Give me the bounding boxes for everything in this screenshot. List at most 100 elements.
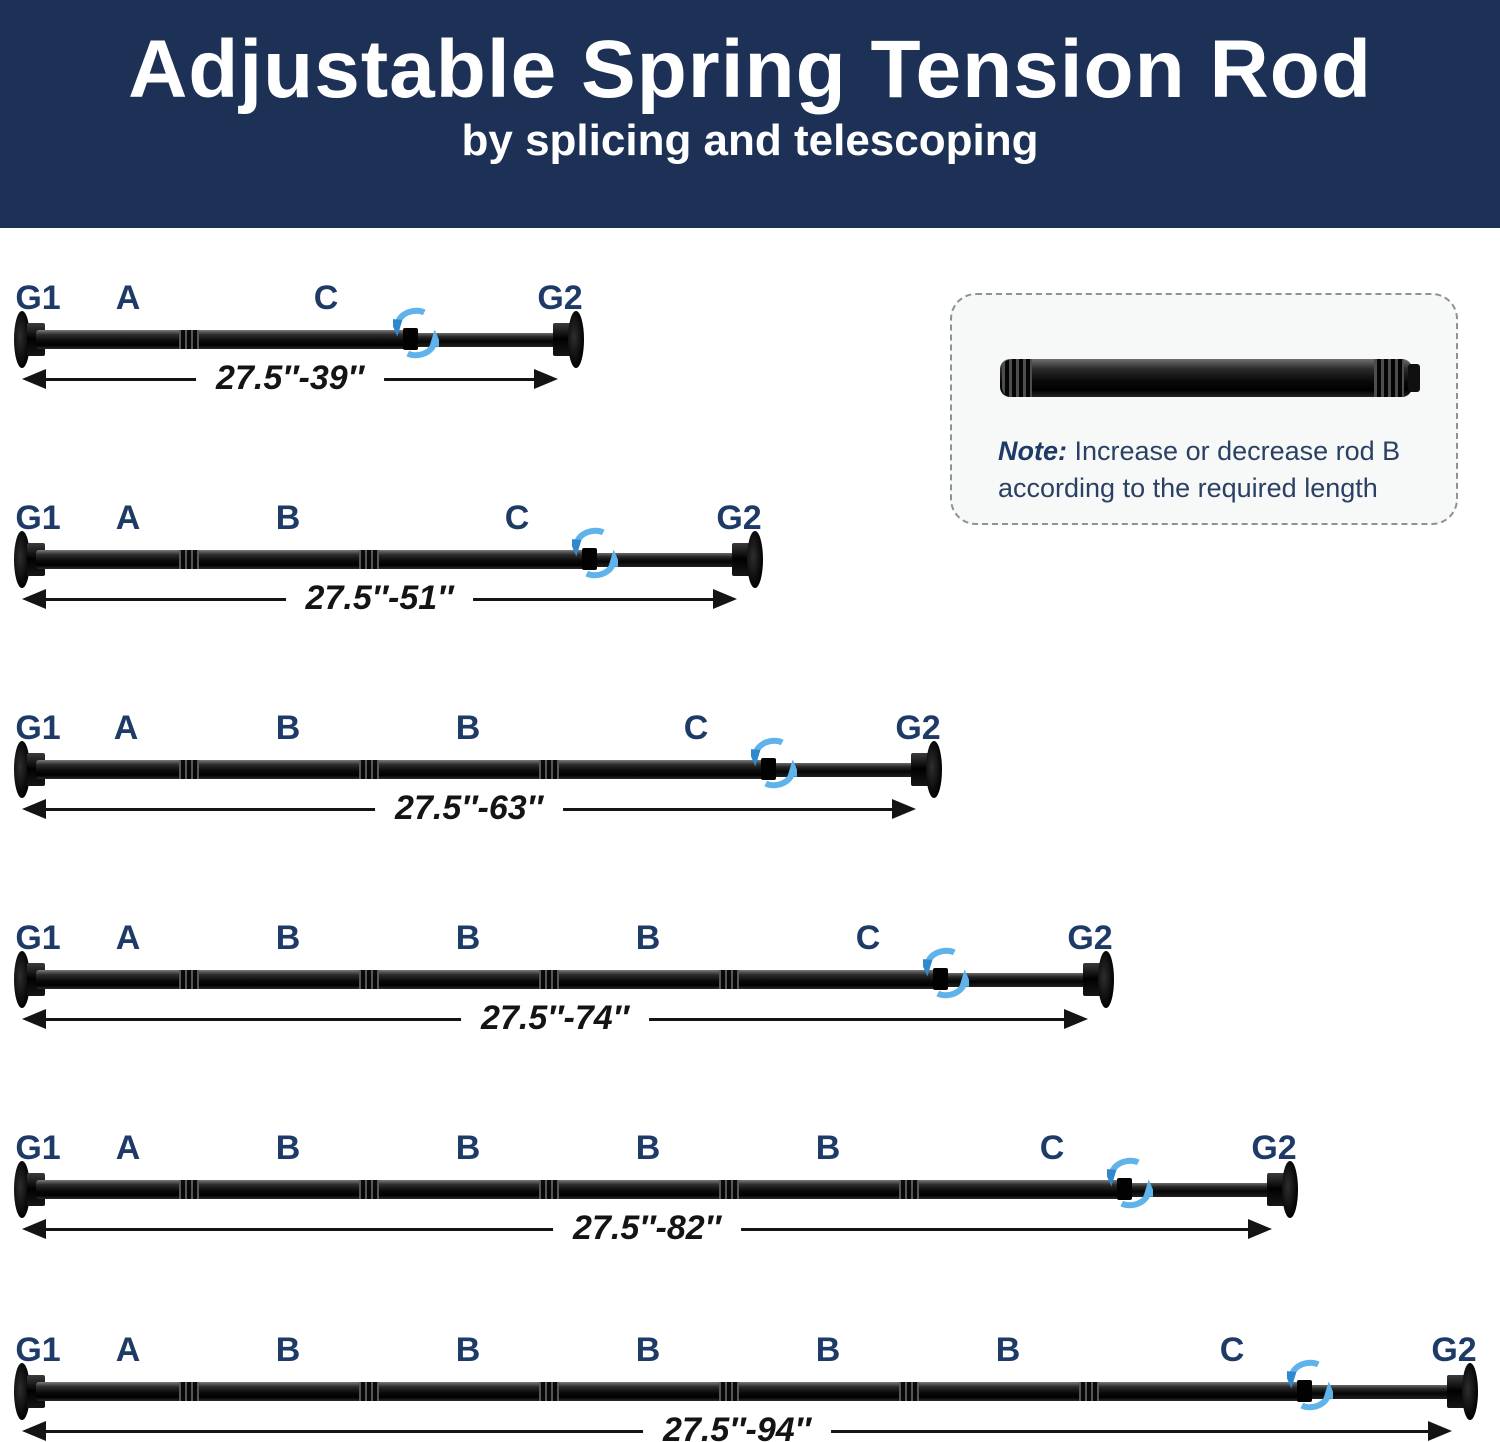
- splice-joint-ribs: [179, 550, 199, 569]
- rotation-arrows-icon: [919, 947, 973, 999]
- dimension-arrow: 27.5″-51″: [22, 576, 737, 620]
- thread-texture-right: [1374, 359, 1404, 397]
- end-cap-right: [1098, 951, 1114, 1008]
- splice-joint-ribs: [359, 1382, 379, 1401]
- cap-neck-right: [1083, 963, 1101, 996]
- rod-b-segment-image: [1000, 359, 1420, 397]
- rotation-arrows-icon: [1283, 1359, 1337, 1411]
- splice-joint-ribs: [179, 330, 199, 349]
- dimension-label: 27.5″-51″: [285, 576, 474, 620]
- segment-label: B: [995, 1331, 1021, 1369]
- end-cap-left: [14, 311, 30, 368]
- dimension-label: 27.5″-63″: [375, 786, 563, 830]
- segment-label: C: [855, 919, 881, 957]
- arrowhead-left-icon: [22, 589, 46, 609]
- arrowhead-right-icon: [1428, 1421, 1452, 1441]
- end-cap-right: [568, 311, 584, 368]
- rod-bar-main: [36, 1382, 1310, 1401]
- splice-joint-ribs: [899, 1382, 919, 1401]
- cap-neck-right: [553, 323, 571, 356]
- end-cap-left: [14, 951, 30, 1008]
- rotation-arrows-icon: [389, 307, 443, 359]
- segment-label: B: [275, 919, 301, 957]
- cap-neck-right: [1267, 1173, 1285, 1206]
- page-title: Adjustable Spring Tension Rod: [128, 24, 1372, 115]
- splice-joint-ribs: [719, 1382, 739, 1401]
- splice-joint-ribs: [539, 760, 559, 779]
- note-text: Note: Increase or decrease rod B accordi…: [998, 433, 1428, 507]
- segment-label: B: [815, 1129, 841, 1167]
- rod-graphic: [14, 527, 763, 588]
- rod-graphic: [14, 1359, 1478, 1420]
- segment-label: B: [275, 1331, 301, 1369]
- arrowhead-left-icon: [22, 1219, 46, 1239]
- segment-label: G2: [1431, 1331, 1477, 1369]
- rod-bar-main: [36, 970, 946, 989]
- telescope-collar: [933, 968, 948, 990]
- segment-label: G1: [15, 279, 61, 317]
- segment-label: A: [115, 499, 141, 537]
- rod-bar-main: [36, 550, 595, 569]
- splice-joint-ribs: [359, 760, 379, 779]
- telescope-collar: [582, 548, 597, 570]
- segment-label: B: [815, 1331, 841, 1369]
- segment-label: G2: [1251, 1129, 1297, 1167]
- thread-texture-left: [1002, 359, 1032, 397]
- splice-joint-ribs: [179, 760, 199, 779]
- splice-joint-ribs: [719, 1180, 739, 1199]
- arrowhead-right-icon: [1248, 1219, 1272, 1239]
- segment-label: B: [275, 709, 301, 747]
- rod-tip: [1408, 364, 1420, 392]
- splice-joint-ribs: [539, 1382, 559, 1401]
- end-cap-right: [1462, 1363, 1478, 1420]
- rod-bar-thin: [1130, 1183, 1276, 1197]
- end-cap-left: [14, 1161, 30, 1218]
- segment-label: B: [275, 499, 301, 537]
- note-box: Note: Increase or decrease rod B accordi…: [950, 293, 1458, 525]
- rod-bar-thin: [774, 763, 920, 777]
- segment-label: G1: [15, 709, 61, 747]
- arrowhead-left-icon: [22, 799, 46, 819]
- page-subtitle: by splicing and telescoping: [461, 116, 1039, 165]
- header-banner: Adjustable Spring Tension Rod by splicin…: [0, 0, 1500, 228]
- telescope-collar: [761, 758, 776, 780]
- segment-label: B: [635, 1129, 661, 1167]
- segment-label: B: [455, 1129, 481, 1167]
- splice-joint-ribs: [179, 970, 199, 989]
- segment-label: G1: [15, 499, 61, 537]
- segment-label: B: [455, 709, 481, 747]
- splice-joint-ribs: [539, 970, 559, 989]
- note-body: Increase or decrease rod B according to …: [998, 436, 1401, 503]
- rotation-arrows-icon: [1103, 1157, 1157, 1209]
- end-cap-left: [14, 1363, 30, 1420]
- segment-label: C: [1039, 1129, 1065, 1167]
- arrowhead-right-icon: [1064, 1009, 1088, 1029]
- cap-neck-right: [911, 753, 929, 786]
- segment-label: G2: [537, 279, 583, 317]
- splice-joint-ribs: [179, 1382, 199, 1401]
- splice-joint-ribs: [359, 550, 379, 569]
- segment-label: G1: [15, 1331, 61, 1369]
- rod-graphic: [14, 737, 942, 798]
- telescope-collar: [403, 328, 418, 350]
- rod-bar-main: [36, 1180, 1130, 1199]
- rod-graphic: [14, 947, 1114, 1008]
- segment-label: A: [115, 1331, 141, 1369]
- rod-bar-main: [36, 330, 416, 349]
- telescope-collar: [1297, 1380, 1312, 1402]
- segment-label: G2: [716, 499, 762, 537]
- splice-joint-ribs: [1079, 1382, 1099, 1401]
- cap-neck-right: [1447, 1375, 1465, 1408]
- splice-joint-ribs: [359, 970, 379, 989]
- segment-label: A: [115, 919, 141, 957]
- splice-joint-ribs: [899, 1180, 919, 1199]
- rotation-arrows-icon: [747, 737, 801, 789]
- dimension-label: 27.5″-82″: [553, 1206, 741, 1250]
- end-cap-right: [926, 741, 942, 798]
- segment-label: A: [113, 709, 139, 747]
- arrowhead-left-icon: [22, 369, 46, 389]
- dimension-arrow: 27.5″-74″: [22, 996, 1088, 1040]
